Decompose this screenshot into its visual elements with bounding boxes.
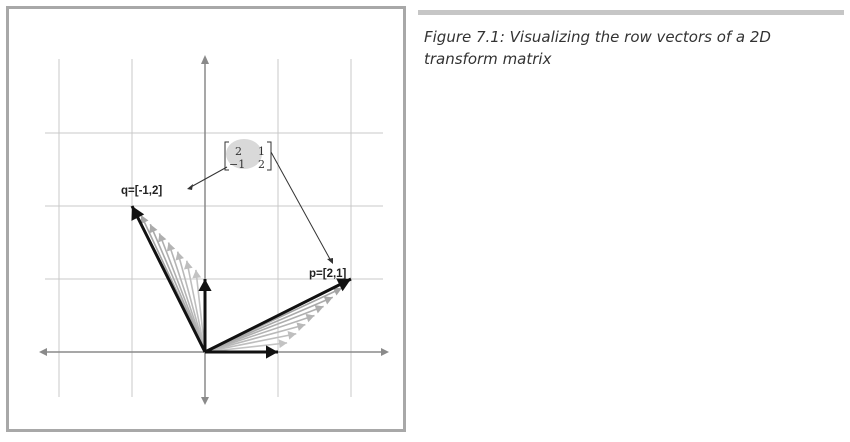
interpolated-q-vector-head	[175, 251, 184, 261]
interpolated-vectors	[140, 214, 343, 353]
matrix-cell-r2c1: −1	[229, 158, 245, 171]
matrix-cell-r2c2: 2	[258, 158, 265, 171]
interpolated-q-vector-head	[192, 269, 202, 279]
basis-vectors	[130, 205, 352, 359]
interpolated-p-vector-shaft	[204, 323, 306, 353]
interpolated-q-vector-head	[149, 224, 158, 234]
leader-arrow-p	[327, 258, 333, 264]
matrix-left-bracket	[224, 141, 229, 171]
y-axis-arrow-bottom	[201, 397, 209, 405]
basis-i-vector-head	[266, 345, 278, 359]
matrix-cell-r1c2: 1	[258, 145, 265, 158]
leader-arrow-q	[187, 184, 193, 190]
interpolated-p-vector-head	[332, 287, 342, 296]
vector-p-head	[336, 278, 351, 292]
interpolated-q-vector-head	[166, 242, 176, 252]
interpolated-p-vector-head	[296, 322, 306, 331]
interpolated-p-vector-shaft	[204, 332, 297, 353]
matrix: 2 1 −1 2	[224, 139, 272, 171]
transform-diagram: 2 1 −1 2 q=[-1,2] p=[2,1]	[39, 55, 389, 405]
interpolated-p-vector-head	[287, 331, 297, 340]
basis-j-vector-head	[198, 279, 212, 291]
interpolated-q-vector-head	[184, 260, 193, 270]
interpolated-p-vector-shaft	[204, 314, 315, 353]
interpolated-q-vector-shaft	[167, 242, 206, 353]
matrix-cell-r1c1: 2	[235, 145, 242, 158]
figure-caption: Figure 7.1: Visualizing the row vectors …	[424, 28, 771, 68]
matrix-right-bracket	[267, 141, 272, 171]
interpolated-q-vector-head	[158, 233, 167, 243]
caption-rule	[418, 10, 844, 15]
vector-q-shaft	[130, 205, 207, 353]
interpolated-q-vector-head	[140, 215, 149, 225]
leader-line-p	[270, 151, 332, 262]
interpolated-p-vector-head	[305, 313, 315, 323]
leader-line-q	[188, 166, 228, 189]
figure-frame: 2 1 −1 2 q=[-1,2] p=[2,1]	[6, 6, 406, 432]
interpolated-p-vector-head	[278, 339, 288, 349]
vector-label-q: q=[-1,2]	[121, 185, 162, 197]
vector-label-p: p=[2,1]	[309, 268, 347, 280]
interpolated-q-vector-shaft	[185, 260, 206, 353]
interpolated-q-vector-shaft	[195, 269, 206, 353]
vector-q-head	[131, 206, 145, 221]
y-axis-arrow	[201, 55, 209, 64]
interpolated-p-vector-head	[314, 305, 324, 314]
x-axis-arrow	[381, 348, 389, 356]
vector-p-shaft	[204, 277, 352, 354]
interpolated-q-vector-shaft	[176, 251, 206, 353]
matrix-highlight	[226, 139, 262, 169]
x-axis-arrow-left	[39, 348, 47, 356]
grid-lines	[45, 59, 383, 397]
interpolated-p-vector-shaft	[204, 342, 288, 353]
interpolated-p-vector-head	[323, 296, 333, 305]
